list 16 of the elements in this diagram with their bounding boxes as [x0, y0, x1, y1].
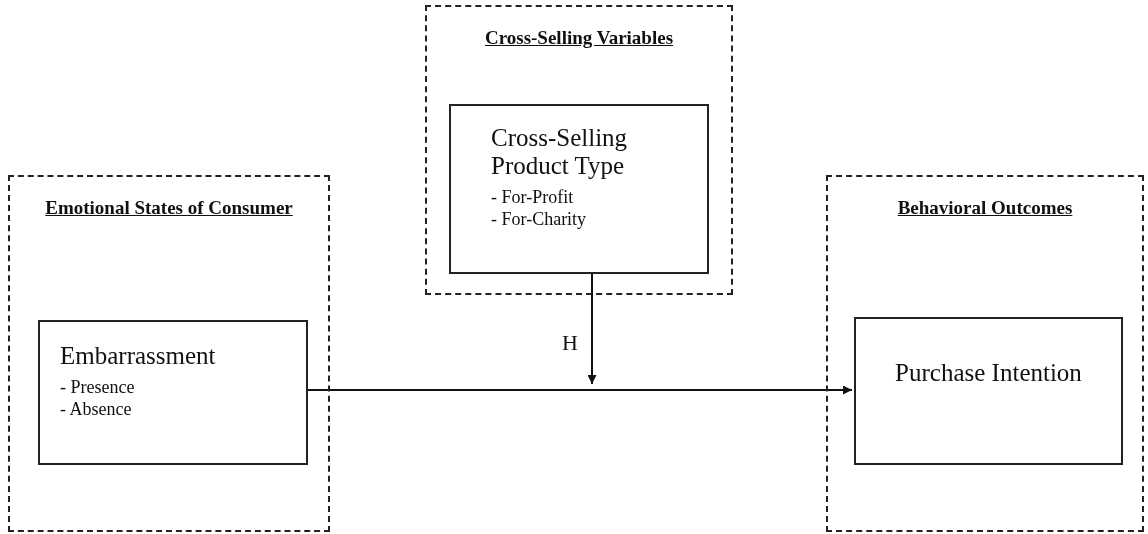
variable-box [38, 320, 308, 465]
dashed-group-frame [425, 5, 733, 295]
group-heading: Behavioral Outcomes [896, 196, 1074, 220]
variable-name: Embarrassment [60, 342, 217, 370]
variable-name: Purchase Intention [894, 359, 1083, 387]
variable-box [449, 104, 709, 274]
variable-box [854, 317, 1123, 465]
level-item: - Absence [60, 398, 133, 420]
level-item: - For-Charity [491, 208, 588, 230]
level-item: - For-Profit [491, 186, 575, 208]
variable-name: Cross-Selling Product Type [491, 124, 629, 180]
dashed-group-frame [826, 175, 1144, 532]
level-item: - Presence [60, 376, 136, 398]
group-heading: Emotional States of Consumer [44, 196, 294, 220]
group-heading: Cross-Selling Variables [483, 26, 675, 50]
dashed-group-frame [8, 175, 330, 532]
